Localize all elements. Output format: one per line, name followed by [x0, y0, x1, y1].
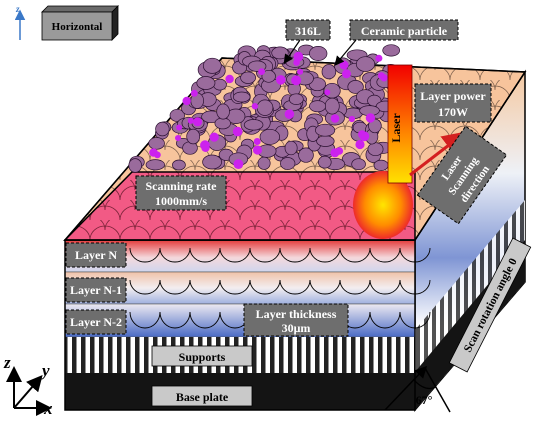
label-supports: Supports [151, 345, 253, 367]
label-layer-power: Layer power 170W [414, 83, 492, 123]
svg-text:Layer N: Layer N [75, 248, 117, 262]
label-ceramic-particle: Ceramic particle [334, 19, 459, 66]
svg-text:Layer N-2: Layer N-2 [70, 315, 122, 329]
inset-label: Horizontal [52, 21, 103, 33]
front-face [64, 239, 431, 411]
laser-label: Laser [389, 113, 403, 143]
label-layer-n: Layer N [65, 242, 127, 268]
svg-text:Layer N-1: Layer N-1 [70, 283, 122, 297]
svg-text:Supports: Supports [179, 350, 226, 364]
axes-triad: z y x [3, 353, 53, 418]
axis-y-label: y [40, 361, 50, 380]
svg-text:z: z [15, 4, 20, 14]
orientation-inset: z Horizontal [14, 4, 119, 41]
axis-z-label: z [3, 353, 11, 372]
svg-text:Layer thickness: Layer thickness [256, 307, 337, 321]
svg-text:Layer power: Layer power [420, 89, 486, 103]
scan-direction-arrow [409, 131, 467, 177]
svg-text:Base plate: Base plate [176, 390, 229, 404]
axis-x-label: x [43, 399, 53, 418]
angle-indicator: 67° [384, 365, 451, 413]
label-base-plate: Base plate [151, 385, 253, 407]
label-layer-n-2: Layer N-2 [65, 309, 127, 335]
svg-text:1000mm/s: 1000mm/s [155, 194, 207, 208]
melt-pool [353, 171, 413, 239]
label-316l: 316L [283, 19, 331, 64]
svg-text:30μm: 30μm [282, 321, 311, 335]
laser-beam: Laser [387, 64, 413, 184]
label-scanning-rate: Scanning rate 1000mm/s [135, 175, 227, 211]
svg-text:Ceramic particle: Ceramic particle [361, 24, 448, 38]
svg-text:Scanning rate: Scanning rate [145, 179, 217, 193]
label-layer-thickness: Layer thickness 30μm [243, 303, 349, 337]
powder-particles [128, 44, 401, 173]
svg-text:67°: 67° [416, 393, 433, 407]
svg-text:316L: 316L [295, 24, 321, 38]
svg-text:170W: 170W [438, 105, 468, 119]
label-layer-n-1: Layer N-1 [65, 277, 127, 303]
